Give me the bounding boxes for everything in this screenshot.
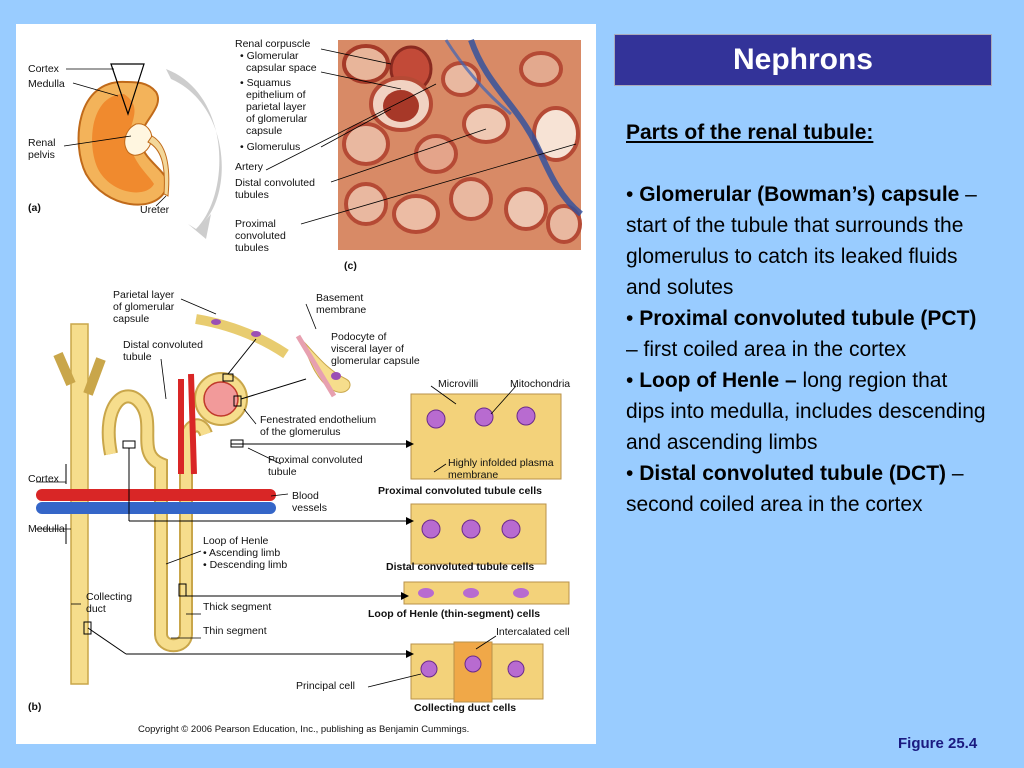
pct-cells bbox=[410, 393, 562, 480]
bullet-term: Glomerular (Bowman’s) capsule bbox=[639, 183, 960, 206]
label-renal-pelvis-1: Renal bbox=[28, 137, 56, 149]
figure-reference: Figure 25.4 bbox=[898, 735, 978, 752]
panel-a-tag: (a) bbox=[28, 202, 41, 214]
loh-cells bbox=[403, 581, 570, 605]
label-desc-limb: • Descending limb bbox=[203, 559, 288, 571]
label-dct-c-2: tubules bbox=[235, 189, 269, 201]
label-fenestrated-1: Fenestrated endothelium bbox=[260, 414, 377, 426]
label-squamus-4: of glomerular bbox=[246, 113, 308, 125]
label-basement-2: membrane bbox=[316, 304, 367, 316]
label-parietal-1: Parietal layer bbox=[113, 289, 175, 301]
label-basement-1: Basement bbox=[316, 292, 364, 304]
label-pct-c-3: tubules bbox=[235, 242, 269, 254]
label-collecting-1: Collecting bbox=[86, 591, 133, 603]
bullet-term: Loop of Henle – bbox=[639, 369, 797, 392]
label-ureter: Ureter bbox=[140, 204, 170, 216]
label-microvilli: Microvilli bbox=[438, 378, 479, 390]
bullet-term: Proximal convoluted tubule (PCT) bbox=[639, 307, 977, 330]
label-cortex-b: Cortex bbox=[28, 473, 59, 485]
label-pct-b-1: Proximal convoluted bbox=[268, 454, 363, 466]
nephron-drawing bbox=[36, 314, 570, 703]
label-parietal-2: of glomerular bbox=[113, 301, 175, 313]
label-parietal-3: capsule bbox=[113, 313, 150, 325]
figure-panel: Cortex Medulla Renal pelvis (a) Ureter R… bbox=[16, 24, 596, 744]
dct-cells bbox=[410, 503, 547, 565]
label-pct-cells: Proximal convoluted tubule cells bbox=[378, 485, 542, 497]
bullet-desc: long region that dips into medulla, incl… bbox=[626, 369, 986, 454]
slide-title-bar: Nephrons bbox=[614, 34, 992, 86]
bullet-dct: • Distal convoluted tubule (DCT) – secon… bbox=[626, 458, 986, 520]
slide-body: Parts of the renal tubule: • Glomerular … bbox=[626, 117, 986, 520]
label-thin-segment: Thin segment bbox=[203, 625, 267, 637]
label-cortex-a: Cortex bbox=[28, 63, 59, 75]
label-renal-pelvis-2: pelvis bbox=[28, 149, 55, 161]
label-henle: Loop of Henle bbox=[203, 535, 269, 547]
bullet-marker: • bbox=[626, 307, 634, 330]
label-mitochondria: Mitochondria bbox=[510, 378, 571, 390]
label-podocyte-1: Podocyte of bbox=[331, 331, 387, 343]
kidney-drawing bbox=[77, 63, 222, 239]
label-squamus-1: • Squamus bbox=[240, 77, 291, 89]
label-pct-c-1: Proximal bbox=[235, 218, 276, 230]
bullet-glomerular-capsule: • Glomerular (Bowman’s) capsule – start … bbox=[626, 179, 986, 303]
label-glomerulus: • Glomerulus bbox=[240, 141, 301, 153]
bullet-marker: • bbox=[626, 183, 634, 206]
label-blood-2: vessels bbox=[292, 502, 328, 514]
label-squamus-3: parietal layer bbox=[246, 101, 307, 113]
label-glom-caps-2: capsular space bbox=[246, 62, 317, 74]
nephron-figure bbox=[36, 39, 583, 703]
label-fenestrated-2: of the glomerulus bbox=[260, 426, 341, 438]
label-medulla-a: Medulla bbox=[28, 78, 65, 90]
label-podocyte-3: glomerular capsule bbox=[331, 355, 420, 367]
label-pct-b-2: tubule bbox=[268, 466, 297, 478]
label-thick-segment: Thick segment bbox=[203, 601, 272, 613]
label-squamus-5: capsule bbox=[246, 125, 283, 137]
label-cd-cells: Collecting duct cells bbox=[414, 702, 517, 714]
label-pct-c-2: convoluted bbox=[235, 230, 286, 242]
slide-heading: Parts of the renal tubule: bbox=[626, 121, 874, 144]
slide-title: Nephrons bbox=[732, 43, 873, 76]
label-glom-caps-1: • Glomerular bbox=[240, 50, 299, 62]
label-loh-cells: Loop of Henle (thin-segment) cells bbox=[368, 608, 541, 620]
cd-cells bbox=[410, 641, 544, 703]
bullet-marker: • bbox=[626, 369, 634, 392]
copyright-text: Copyright © 2006 Pearson Education, Inc.… bbox=[138, 724, 470, 735]
label-artery: Artery bbox=[235, 161, 264, 173]
bullet-desc: – second coiled area in the cortex bbox=[626, 462, 964, 516]
label-infolded-2: membrane bbox=[448, 469, 499, 481]
panel-b-tag: (b) bbox=[28, 701, 42, 713]
label-dct-cells: Distal convoluted tubule cells bbox=[386, 561, 535, 573]
bullet-desc: – start of the tubule that surrounds the… bbox=[626, 183, 977, 299]
label-collecting-2: duct bbox=[86, 603, 106, 615]
label-infolded-1: Highly infolded plasma bbox=[448, 457, 554, 469]
label-dct-b-2: tubule bbox=[123, 351, 152, 363]
label-podocyte-2: visceral layer of bbox=[331, 343, 404, 355]
bullet-term: Distal convoluted tubule (DCT) bbox=[639, 462, 947, 485]
label-principal: Principal cell bbox=[296, 680, 355, 692]
bullet-pct: • Proximal convoluted tubule (PCT) – fir… bbox=[626, 303, 986, 365]
panel-c-tag: (c) bbox=[344, 260, 357, 272]
bullet-loop-of-henle: • Loop of Henle – long region that dips … bbox=[626, 365, 986, 458]
label-renal-corpuscle: Renal corpuscle bbox=[235, 38, 311, 50]
bullet-desc: – first coiled area in the cortex bbox=[626, 338, 907, 361]
micrograph bbox=[338, 39, 583, 250]
label-dct-b-1: Distal convoluted bbox=[123, 339, 203, 351]
bullet-marker: • bbox=[626, 462, 634, 485]
label-medulla-b: Medulla bbox=[28, 523, 65, 535]
label-squamus-2: epithelium of bbox=[246, 89, 306, 101]
label-asc-limb: • Ascending limb bbox=[203, 547, 281, 559]
label-dct-c-1: Distal convoluted bbox=[235, 177, 315, 189]
label-intercalated: Intercalated cell bbox=[496, 626, 570, 638]
label-blood-1: Blood bbox=[292, 490, 319, 502]
